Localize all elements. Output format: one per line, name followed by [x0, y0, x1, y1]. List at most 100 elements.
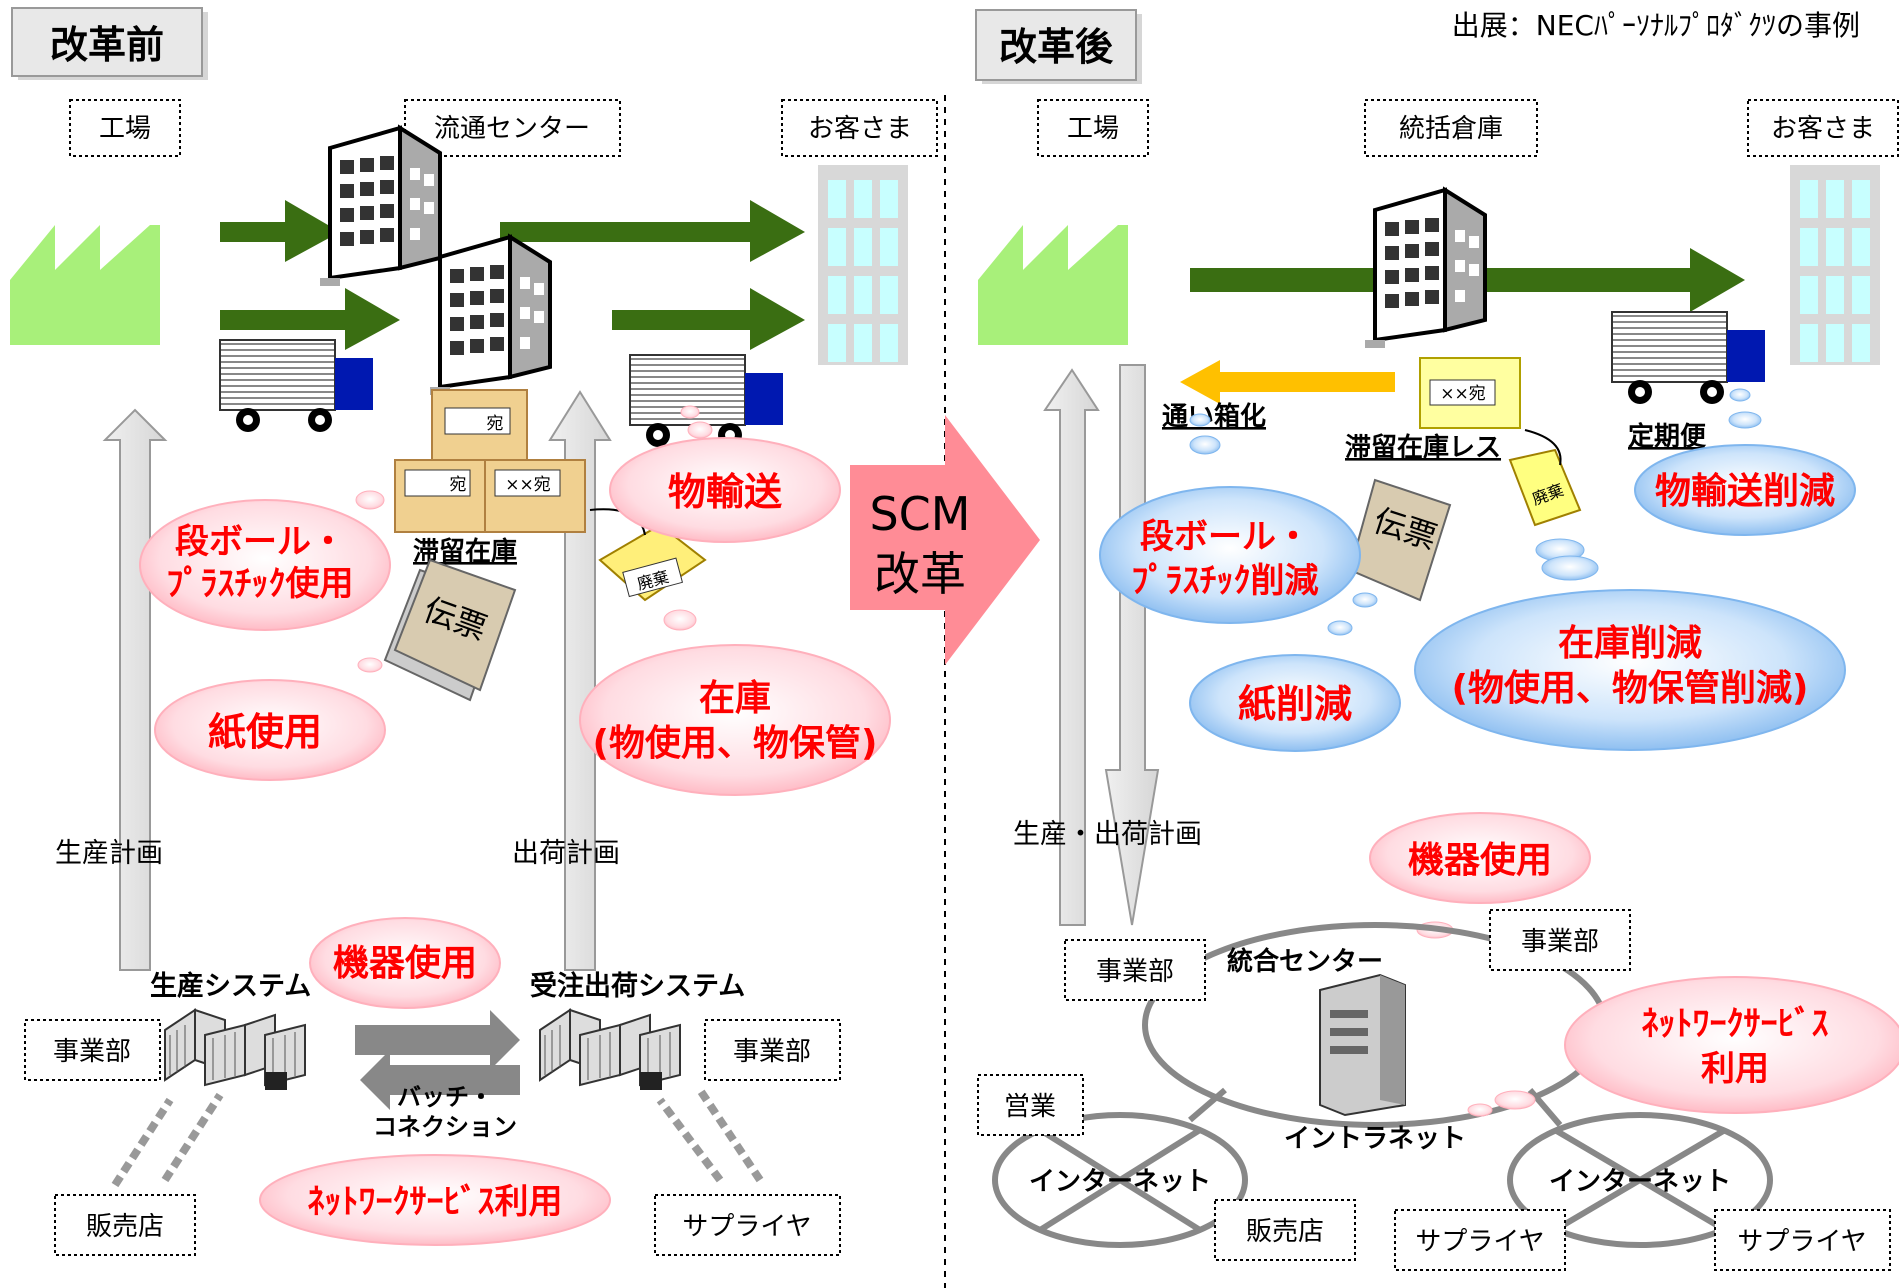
after-supplier-box-right	[1714, 1209, 1891, 1271]
after-cardboard-line2: ﾌﾟﾗｽﾁｯｸ削減	[1132, 561, 1319, 601]
link-left	[1188, 1087, 1227, 1123]
after-cardboard-cloud: 段ボール・ ﾌﾟﾗｽﾁｯｸ削減	[1099, 413, 1361, 624]
after-retailer-box	[1214, 1199, 1356, 1261]
returnable-arrow	[1180, 360, 1395, 404]
production-server-icon	[164, 1009, 306, 1091]
sales-box	[977, 1074, 1084, 1136]
before-panel: 改革前 工場 流通センター お客さま 生産計画 出荷計画 宛 宛	[10, 7, 938, 1256]
division-box-left	[24, 1019, 161, 1081]
svg-text:工場: 工場	[1067, 114, 1119, 144]
after-factory-icon	[978, 225, 1128, 345]
after-customer-building-icon	[1790, 165, 1880, 365]
dc-label: 流通センター	[434, 114, 590, 144]
after-paper-cloud: 紙削減	[1189, 592, 1401, 752]
supplier-box	[654, 1194, 841, 1256]
customer-building-icon	[818, 165, 908, 365]
after-factory-box	[1037, 99, 1149, 157]
inventory-cloud: 在庫 (物使用、物保管)	[579, 609, 891, 796]
after-panel: 出展：NECﾊﾟｰｿﾅﾙﾌﾟﾛﾀﾞｸﾂの事例 改革後 工場 統括倉庫 お客さま …	[975, 9, 1899, 1271]
network-cloud: ﾈｯﾄﾜｰｸｻｰﾋﾞｽ利用	[259, 1154, 611, 1246]
svg-text:営業: 営業	[1004, 1092, 1056, 1122]
svg-text:××宛: ××宛	[1440, 384, 1486, 404]
svg-text:お客さま: お客さま	[1771, 114, 1875, 144]
cardboard-cloud: 段ボール・ ﾌﾟﾗｽﾁｯｸ使用	[139, 490, 391, 631]
batch-line2: コネクション	[373, 1113, 517, 1141]
slip-icon: 伝票	[383, 558, 517, 702]
internet-left: インターネット	[992, 1112, 1248, 1248]
production-system-label: 生産システム	[150, 970, 311, 1002]
svg-text:インターネット: インターネット	[1029, 1167, 1211, 1197]
after-network-cloud: ﾈｯﾄﾜｰｸｻｰﾋﾞｽ 利用	[1467, 976, 1899, 1117]
center-server-icon	[1319, 973, 1406, 1117]
cardboard-line1: 段ボール・	[175, 522, 345, 562]
after-inventory-cloud: 在庫削減 (物使用、物保管削減)	[1414, 538, 1846, 751]
batch-arrow-left	[360, 1050, 520, 1110]
dc-building-icon-2	[428, 235, 552, 397]
after-paper-cloud-label: 紙削減	[1238, 682, 1352, 726]
plan-label: 生産・出荷計画	[1013, 819, 1202, 850]
warehouse-building-icon	[1363, 188, 1487, 350]
equipment-cloud-label: 機器使用	[333, 943, 477, 984]
retailer-box	[54, 1194, 196, 1256]
scm-line1: SCM	[869, 487, 970, 541]
svg-text:宛: 宛	[487, 414, 504, 434]
dc-building-icon	[318, 126, 442, 288]
factory-icon	[10, 225, 160, 345]
after-waste-box-icon: 廃棄	[1508, 448, 1582, 527]
scm-arrow: SCM 改革	[850, 415, 1040, 665]
customer-label: お客さま	[808, 114, 912, 144]
transport-cloud-label: 物輸送	[668, 470, 782, 514]
shipping-plan-arrow	[548, 390, 612, 971]
shipping-plan-label: 出荷計画	[512, 838, 620, 869]
after-parcel-icon: ××宛	[1419, 357, 1521, 429]
returnable-label: 通い箱化	[1162, 401, 1266, 432]
transport-cloud: 物輸送	[609, 405, 841, 543]
svg-text:事業部: 事業部	[733, 1037, 811, 1067]
inventory-line2: (物使用、物保管)	[593, 723, 878, 764]
center-label: 統合センター	[1227, 946, 1383, 977]
after-division-box-right	[1489, 909, 1631, 971]
svg-text:サプライヤ: サプライヤ	[1415, 1227, 1544, 1257]
scheduled-label: 定期便	[1628, 421, 1707, 452]
after-inventory-line2: (物使用、物保管削減)	[1452, 668, 1809, 709]
svg-text:販売店: 販売店	[86, 1212, 164, 1242]
order-server-icon	[539, 1009, 681, 1091]
svg-text:事業部: 事業部	[1096, 957, 1174, 987]
svg-text:サプライヤ: サプライヤ	[1737, 1227, 1866, 1257]
dc-box	[404, 99, 621, 157]
internet-right: インターネット	[1507, 1112, 1773, 1248]
cardboard-line2: ﾌﾟﾗｽﾁｯｸ使用	[167, 564, 354, 604]
after-supplier-box-left	[1394, 1209, 1566, 1271]
paper-cloud: 紙使用	[154, 657, 386, 781]
after-transport-cloud: 物輸送削減	[1634, 388, 1856, 536]
before-title: 改革前	[50, 23, 164, 67]
flow-arrows	[220, 200, 805, 350]
svg-text:販売店: 販売店	[1246, 1217, 1324, 1247]
after-slip-icon: 伝票	[1348, 478, 1452, 602]
svg-text:サプライヤ: サプライヤ	[682, 1212, 811, 1242]
link-right	[1527, 1088, 1563, 1127]
after-title: 改革後	[999, 25, 1114, 69]
after-equipment-cloud: 機器使用	[1369, 812, 1591, 939]
svg-text:統括倉庫: 統括倉庫	[1399, 114, 1503, 144]
network-cloud-label: ﾈｯﾄﾜｰｸｻｰﾋﾞｽ利用	[308, 1182, 563, 1222]
batch-arrow-right	[355, 1010, 520, 1070]
svg-text:××宛: ××宛	[505, 475, 551, 495]
paper-cloud-label: 紙使用	[208, 710, 322, 754]
order-system-label: 受注出荷システム	[530, 970, 745, 1002]
factory-box	[69, 99, 181, 157]
production-plan-arrow	[102, 408, 168, 971]
intranet-label: イントラネット	[1284, 1124, 1466, 1154]
after-network-line1: ﾈｯﾄﾜｰｸｻｰﾋﾞｽ	[1642, 1004, 1829, 1044]
after-inventory-line1: 在庫削減	[1558, 623, 1702, 664]
parcel-icon: 宛 宛 ××宛	[394, 389, 586, 533]
after-transport-cloud-label: 物輸送削減	[1655, 471, 1835, 512]
after-equipment-cloud-label: 機器使用	[1408, 840, 1552, 881]
production-plan-label: 生産計画	[55, 838, 163, 869]
svg-text:宛: 宛	[450, 475, 467, 495]
inventory-line1: 在庫	[699, 678, 771, 719]
svg-text:事業部: 事業部	[53, 1037, 131, 1067]
dashed-links	[111, 1087, 764, 1188]
svg-text:インターネット: インターネット	[1549, 1167, 1731, 1197]
no-stock-label: 滞留在庫レス	[1345, 433, 1501, 463]
